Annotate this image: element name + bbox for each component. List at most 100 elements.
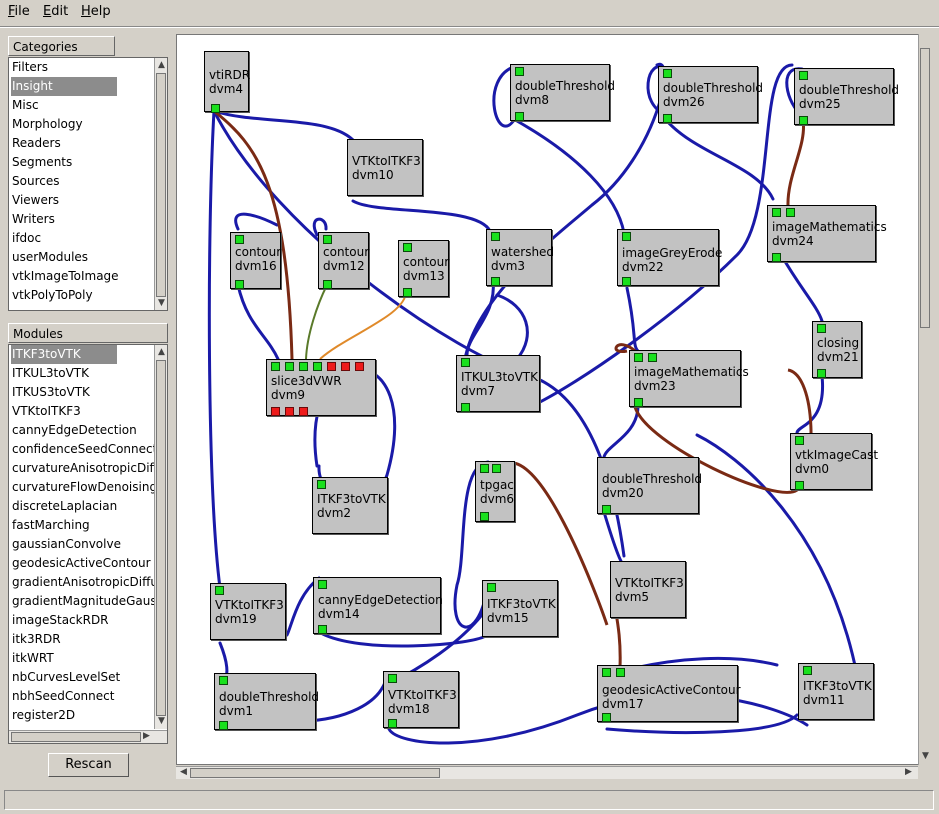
scroll-down-arrow-icon[interactable]: ▼ [922,751,929,761]
input-port[interactable] [663,69,672,78]
module-contour-dvm13[interactable]: contour dvm13 [398,240,449,297]
input-port[interactable] [403,243,412,252]
input-port[interactable] [285,362,294,371]
module-contour-dvm12[interactable]: contour dvm12 [318,232,369,289]
canvas-vscrollbar[interactable]: ▼ [918,34,931,765]
module-vtktoitkf3-dvm5[interactable]: VTKtoITKF3 dvm5 [610,561,686,618]
module-doublethreshold-dvm25[interactable]: doubleThreshold dvm25 [794,68,899,125]
module-vtkimagecast-dvm0[interactable]: vtkImageCast dvm0 [790,433,878,490]
output-port[interactable] [602,505,611,514]
categories-list[interactable]: Filters Insight Misc Morphology Readers … [8,57,168,311]
category-item[interactable]: ifdoc [12,231,42,245]
output-port[interactable] [491,277,500,286]
module-list-item[interactable]: nbhSeedConnect [12,689,115,703]
module-list-item[interactable]: curvatureAnisotropicDiffu [12,461,166,475]
module-itkf3tovtk-dvm2[interactable]: ITKF3toVTK dvm2 [312,477,388,534]
module-list-item[interactable]: cannyEdgeDetection [12,423,137,437]
module-vtktoitkf3-dvm10[interactable]: VTKtoITKF3 dvm10 [347,139,423,196]
category-item[interactable]: Readers [12,136,61,150]
module-closing-dvm21[interactable]: closing dvm21 [812,321,862,378]
input-port[interactable] [491,232,500,241]
output-port[interactable] [602,713,611,722]
module-list-item[interactable]: fastMarching [12,518,90,532]
categories-scrollbar[interactable]: ▲ ▼ [154,58,167,310]
module-list-item[interactable]: gradientMagnitudeGaussi [12,594,167,608]
category-item[interactable]: Writers [12,212,55,226]
category-item[interactable]: Sources [12,174,60,188]
output-port[interactable] [235,280,244,289]
output-port[interactable] [299,407,308,416]
input-port[interactable] [461,358,470,367]
scroll-up-arrow-icon[interactable]: ▲ [158,347,165,357]
category-item[interactable]: Viewers [12,193,60,207]
scroll-down-arrow-icon[interactable]: ▼ [158,298,165,308]
module-list-item[interactable]: gaussianConvolve [12,537,121,551]
output-port[interactable] [271,407,280,416]
input-port[interactable] [817,324,826,333]
modules-vscrollbar[interactable]: ▲ ▼ [154,345,167,729]
categories-header[interactable]: Categories [8,36,115,56]
module-list-item[interactable]: confidenceSeedConnect [12,442,158,456]
module-list-item[interactable]: discreteLaplacian [12,499,118,513]
scroll-right-arrow-icon[interactable]: ▶ [905,767,912,777]
scroll-right-arrow-icon[interactable]: ▶ [143,731,150,741]
output-port[interactable] [461,403,470,412]
canvas-hscrollbar[interactable]: ◀ ▶ [176,766,918,779]
input-port[interactable] [622,232,631,241]
input-port[interactable] [313,362,322,371]
module-list-item[interactable]: geodesicActiveContour [12,556,151,570]
input-port[interactable] [515,67,524,76]
output-port[interactable] [219,721,228,730]
canvas-hscroll-thumb[interactable] [190,768,440,778]
module-list-item[interactable]: VTKtoITKF3 [12,404,81,418]
rescan-button[interactable]: Rescan [48,753,129,777]
input-port[interactable] [648,353,657,362]
input-port[interactable] [235,235,244,244]
modules-hscrollbar[interactable]: ▶ [9,730,167,743]
modules-list[interactable]: ITKF3toVTK ITKUL3toVTK ITKUS3toVTK VTKto… [8,344,168,744]
module-contour-dvm16[interactable]: contour dvm16 [230,232,281,289]
menu-file[interactable]: File [8,4,30,19]
output-port[interactable] [634,398,643,407]
output-port[interactable] [403,288,412,297]
module-watershed-dvm3[interactable]: watershed dvm3 [486,229,554,286]
category-item[interactable]: vtkImageToImage [12,269,119,283]
module-doublethreshold-dvm20[interactable]: doubleThreshold dvm20 [597,457,702,514]
module-list-item[interactable]: itkWRT [12,651,54,665]
module-imagemathematics-dvm24[interactable]: imageMathematics dvm24 [767,205,887,262]
input-port[interactable] [772,208,781,217]
output-port[interactable] [515,112,524,121]
category-item[interactable]: userModules [12,250,89,264]
menu-edit[interactable]: Edit [43,4,69,19]
input-port[interactable] [795,436,804,445]
canvas-vscroll-thumb[interactable] [920,48,930,328]
scroll-left-arrow-icon[interactable]: ◀ [180,767,187,777]
input-port[interactable] [318,580,327,589]
input-port[interactable] [388,674,397,683]
input-port-unconnected[interactable] [341,362,350,371]
output-port[interactable] [795,481,804,490]
category-item[interactable]: Morphology [12,117,83,131]
scroll-down-arrow-icon[interactable]: ▼ [158,716,165,726]
module-vtktoitkf3-dvm18[interactable]: VTKtoITKF3 dvm18 [383,671,459,728]
module-cannyedgedetection-dvm14[interactable]: cannyEdgeDetection dvm14 [313,577,443,634]
module-doublethreshold-dvm8[interactable]: doubleThreshold dvm8 [510,64,615,121]
module-list-item[interactable]: nbCurvesLevelSet [12,670,121,684]
module-list-item[interactable]: itk3RDR [12,632,61,646]
module-list-item[interactable]: ITKUS3toVTK [12,385,90,399]
module-list-item[interactable]: gradientAnisotropicDiffusi [12,575,168,589]
input-port[interactable] [299,362,308,371]
input-port[interactable] [799,71,808,80]
module-itkf3tovtk-dvm15[interactable]: ITKF3toVTK dvm15 [482,580,558,637]
input-port-unconnected[interactable] [355,362,364,371]
module-tpgac-dvm6[interactable]: tpgac dvm6 [475,461,515,522]
menu-help[interactable]: Help [81,4,111,19]
module-itkul3tovtk-dvm7[interactable]: ITKUL3toVTK dvm7 [456,355,540,412]
output-port[interactable] [285,407,294,416]
module-itkf3tovtk-dvm11[interactable]: ITKF3toVTK dvm11 [798,663,874,720]
module-vtktoitkf3-dvm19[interactable]: VTKtoITKF3 dvm19 [210,583,286,640]
module-geodesicactivecontour-dvm17[interactable]: geodesicActiveContour dvm17 [597,665,741,722]
input-port[interactable] [634,353,643,362]
input-port-unconnected[interactable] [327,362,336,371]
module-list-item[interactable]: curvatureFlowDenoising [12,480,158,494]
